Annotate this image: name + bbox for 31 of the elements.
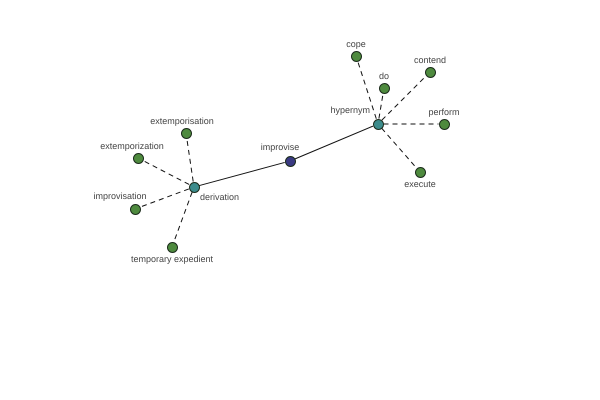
dashed-connector [140, 188, 190, 208]
graph-node [378, 82, 390, 94]
connector [294, 126, 374, 160]
graph-node [424, 66, 436, 78]
node-label: extemporisation [150, 116, 214, 127]
node-label: derivation [200, 192, 240, 203]
dashed-connector [142, 160, 190, 185]
graph-node [166, 242, 178, 252]
node-label: temporary expedient [130, 254, 214, 265]
dashed-connector [381, 128, 417, 168]
graph-node [438, 118, 450, 130]
node-label: extemporization [100, 141, 164, 152]
graph-node [130, 204, 140, 214]
node-label: contend [414, 55, 446, 66]
node-label: execute [404, 179, 436, 190]
node-label: cope [346, 39, 366, 50]
node-label: improvise [260, 142, 300, 153]
graph-node [372, 118, 384, 130]
graph-node [350, 50, 362, 62]
graph-node [284, 156, 296, 166]
dashed-connector [381, 75, 427, 121]
node-label: do [378, 71, 389, 82]
graph-node [188, 182, 200, 192]
node-label: improvisation [93, 191, 147, 202]
graph-node [180, 128, 192, 138]
graph-node [414, 166, 426, 178]
node-label: perform [428, 107, 460, 118]
node-label: hypernym [330, 105, 370, 116]
graph-node [132, 152, 144, 164]
connector [198, 162, 286, 186]
dashed-connector [357, 60, 377, 120]
